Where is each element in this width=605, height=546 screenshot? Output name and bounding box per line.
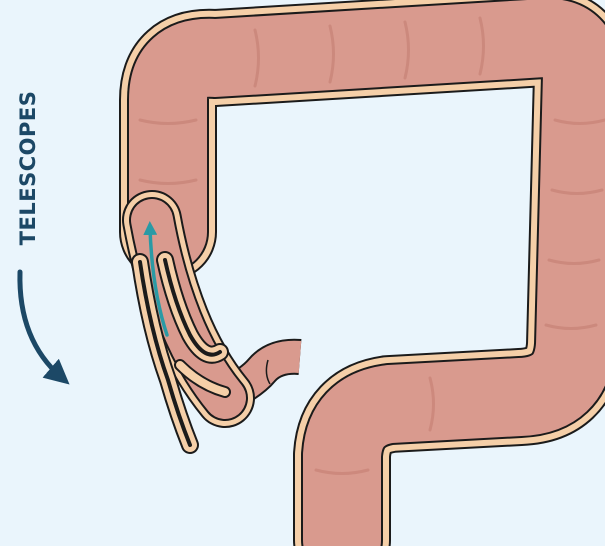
curved-arrow-icon (20, 272, 62, 378)
large-intestine (140, 18, 605, 540)
telescopes-label: TELESCOPES (16, 91, 40, 246)
